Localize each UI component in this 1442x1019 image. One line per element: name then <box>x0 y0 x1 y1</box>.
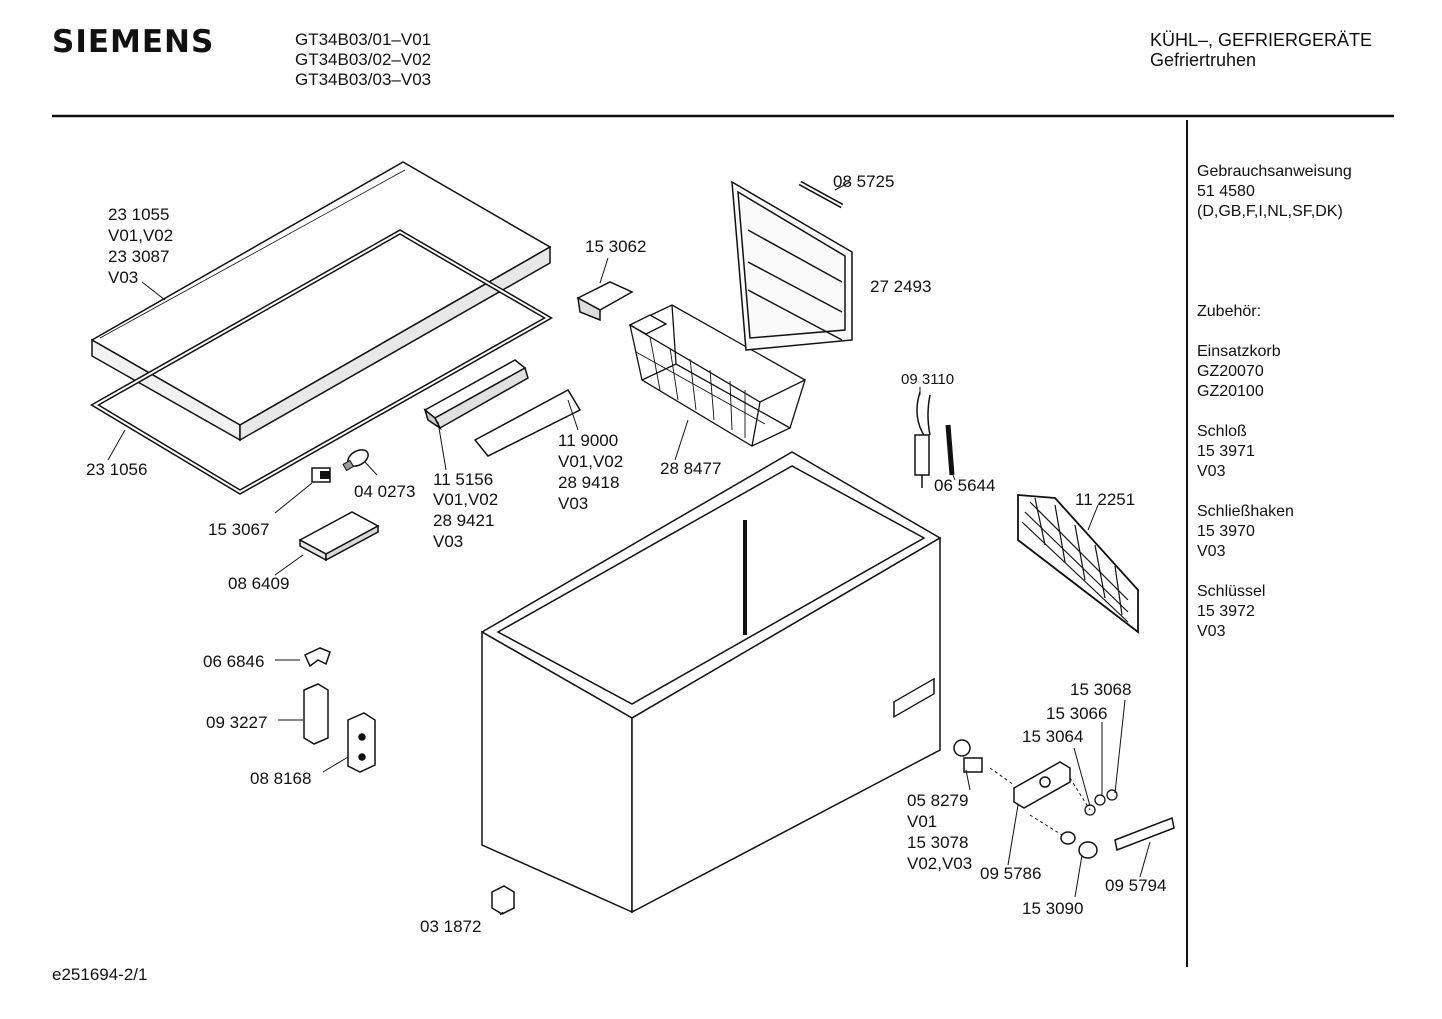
brand-logo: SIEMENS <box>52 24 215 60</box>
sidebar-line: 15 3970 <box>1197 523 1255 540</box>
callout-lamp-red: 15 3064 <box>1022 727 1083 746</box>
wire-basket <box>628 304 807 447</box>
lid-gasket <box>90 229 554 495</box>
sidebar-line: Gebrauchsanweisung <box>1197 163 1352 180</box>
control-knob <box>1060 831 1098 859</box>
basket-block: Einsatzkorb GZ20070 GZ20100 <box>1197 342 1427 402</box>
sidebar-line: 15 3972 <box>1197 603 1255 620</box>
callout-handle-strip: 11 5156 <box>433 470 493 489</box>
sensor-pin <box>945 424 955 476</box>
callout-handle-rail: 28 9418 <box>558 473 619 492</box>
light-bulb <box>342 449 369 472</box>
sidebar-line: 15 3971 <box>1197 443 1255 460</box>
control-housing <box>1013 761 1071 809</box>
callout-clip: 06 6846 <box>203 652 264 671</box>
callout-control-housing: 09 5786 <box>980 864 1041 883</box>
hinge <box>347 712 376 773</box>
sidebar-line: V03 <box>1197 463 1226 480</box>
accessory-sidebar: Gebrauchsanweisung 51 4580 (D,GB,F,I,NL,… <box>1197 162 1427 662</box>
handle-top <box>576 281 634 322</box>
thermostat <box>953 739 983 773</box>
callout-sensor-pin: 06 5644 <box>934 476 995 495</box>
callout-lid: V01,V02 <box>108 226 173 245</box>
sidebar-line: Einsatzkorb <box>1197 343 1281 360</box>
sidebar-line: Zubehör: <box>1197 303 1262 320</box>
callout-switch: 15 3067 <box>208 520 269 539</box>
clip <box>304 647 331 668</box>
indicator-lamps <box>1084 789 1118 816</box>
category-title: KÜHL–, GEFRIERGERÄTE <box>1150 30 1373 50</box>
callout-lamp-yellow: 15 3066 <box>1046 704 1107 723</box>
callout-basket: 28 8477 <box>660 459 721 478</box>
lock-hook-block: Schließhaken 15 3970 V03 <box>1197 502 1427 562</box>
assembly-lines <box>989 767 1091 836</box>
product-category: KÜHL–, GEFRIERGERÄTE Gefriertruhen <box>1150 30 1372 70</box>
callout-handle-strip: V01,V02 <box>433 490 498 509</box>
callout-thermostat: 15 3078 <box>907 833 968 852</box>
callout-hinge-cover: 09 3227 <box>206 713 267 732</box>
spacer <box>1197 242 1427 282</box>
vent-grille <box>1017 494 1139 634</box>
lid <box>90 161 552 442</box>
sidebar-line: 51 4580 <box>1197 183 1255 200</box>
sidebar-line: Schloß <box>1197 423 1247 440</box>
callout-foot: 03 1872 <box>420 917 481 936</box>
callout-bulb: 04 0273 <box>354 482 415 501</box>
callout-handle-strip: V03 <box>433 532 463 551</box>
sensor <box>914 391 931 488</box>
sidebar-line: V03 <box>1197 623 1226 640</box>
callout-lid: 23 1055 <box>108 205 169 224</box>
callout-divider-pin: 08 5725 <box>833 172 894 191</box>
sidebar-line: GZ20070 <box>1197 363 1264 380</box>
callout-divider-panel: 27 2493 <box>870 277 931 296</box>
divider-pin <box>798 180 844 209</box>
lock-block: Schloß 15 3971 V03 <box>1197 422 1427 482</box>
key-block: Schlüssel 15 3972 V03 <box>1197 582 1427 642</box>
callout-lamp-cover: 08 6409 <box>228 574 289 593</box>
callout-hinge: 08 8168 <box>250 769 311 788</box>
callout-thermostat: V01 <box>907 812 937 831</box>
callout-handle-rail: V03 <box>558 494 588 513</box>
light-switch <box>311 467 331 483</box>
foot <box>491 885 515 915</box>
callout-handle-top: 15 3062 <box>585 237 646 256</box>
model-list: GT34B03/01–V01 GT34B03/02–V02 GT34B03/03… <box>295 30 431 90</box>
accessories-heading: Zubehör: <box>1197 302 1427 322</box>
sidebar-line: Schlüssel <box>1197 583 1266 600</box>
callout-handle-rail: 11 9000 <box>558 431 618 450</box>
divider-panel <box>731 180 853 351</box>
callout-thermostat: V02,V03 <box>907 854 972 873</box>
callout-control-panel: 09 5794 <box>1105 876 1166 895</box>
callout-knob: 15 3090 <box>1022 899 1083 918</box>
sidebar-line: GZ20100 <box>1197 383 1264 400</box>
handle-strip <box>423 359 529 431</box>
callout-labels: 23 1055 V01,V02 23 3087 V03 23 1056 15 3… <box>86 172 1166 936</box>
category-subtitle: Gefriertruhen <box>1150 50 1257 70</box>
model-number: GT34B03/03–V03 <box>295 70 432 89</box>
freezer-body <box>480 451 942 914</box>
manual-block: Gebrauchsanweisung 51 4580 (D,GB,F,I,NL,… <box>1197 162 1427 222</box>
callout-vent-grille: 11 2251 <box>1075 490 1135 509</box>
callout-handle-rail: V01,V02 <box>558 452 623 471</box>
lamp-cover <box>298 511 380 562</box>
callout-lid: V03 <box>108 268 138 287</box>
sidebar-line: V03 <box>1197 543 1226 560</box>
document-id: e251694-2/1 <box>52 965 148 984</box>
leader-lines <box>107 181 1151 916</box>
callout-lamp-green: 15 3068 <box>1070 680 1131 699</box>
callout-thermostat: 05 8279 <box>907 791 968 810</box>
model-number: GT34B03/02–V02 <box>295 50 432 69</box>
sidebar-line: Schließhaken <box>1197 503 1294 520</box>
sidebar-line: (D,GB,F,I,NL,SF,DK) <box>1197 203 1343 220</box>
callout-lid-gasket: 23 1056 <box>86 460 147 479</box>
control-panel <box>1114 816 1175 852</box>
hinge-cover <box>303 683 329 745</box>
handle-rail <box>473 389 582 457</box>
callout-lid: 23 3087 <box>108 247 169 266</box>
callout-sensor: 09 3110 <box>901 371 954 388</box>
callout-handle-strip: 28 9421 <box>433 511 494 530</box>
model-number: GT34B03/01–V01 <box>295 30 432 49</box>
